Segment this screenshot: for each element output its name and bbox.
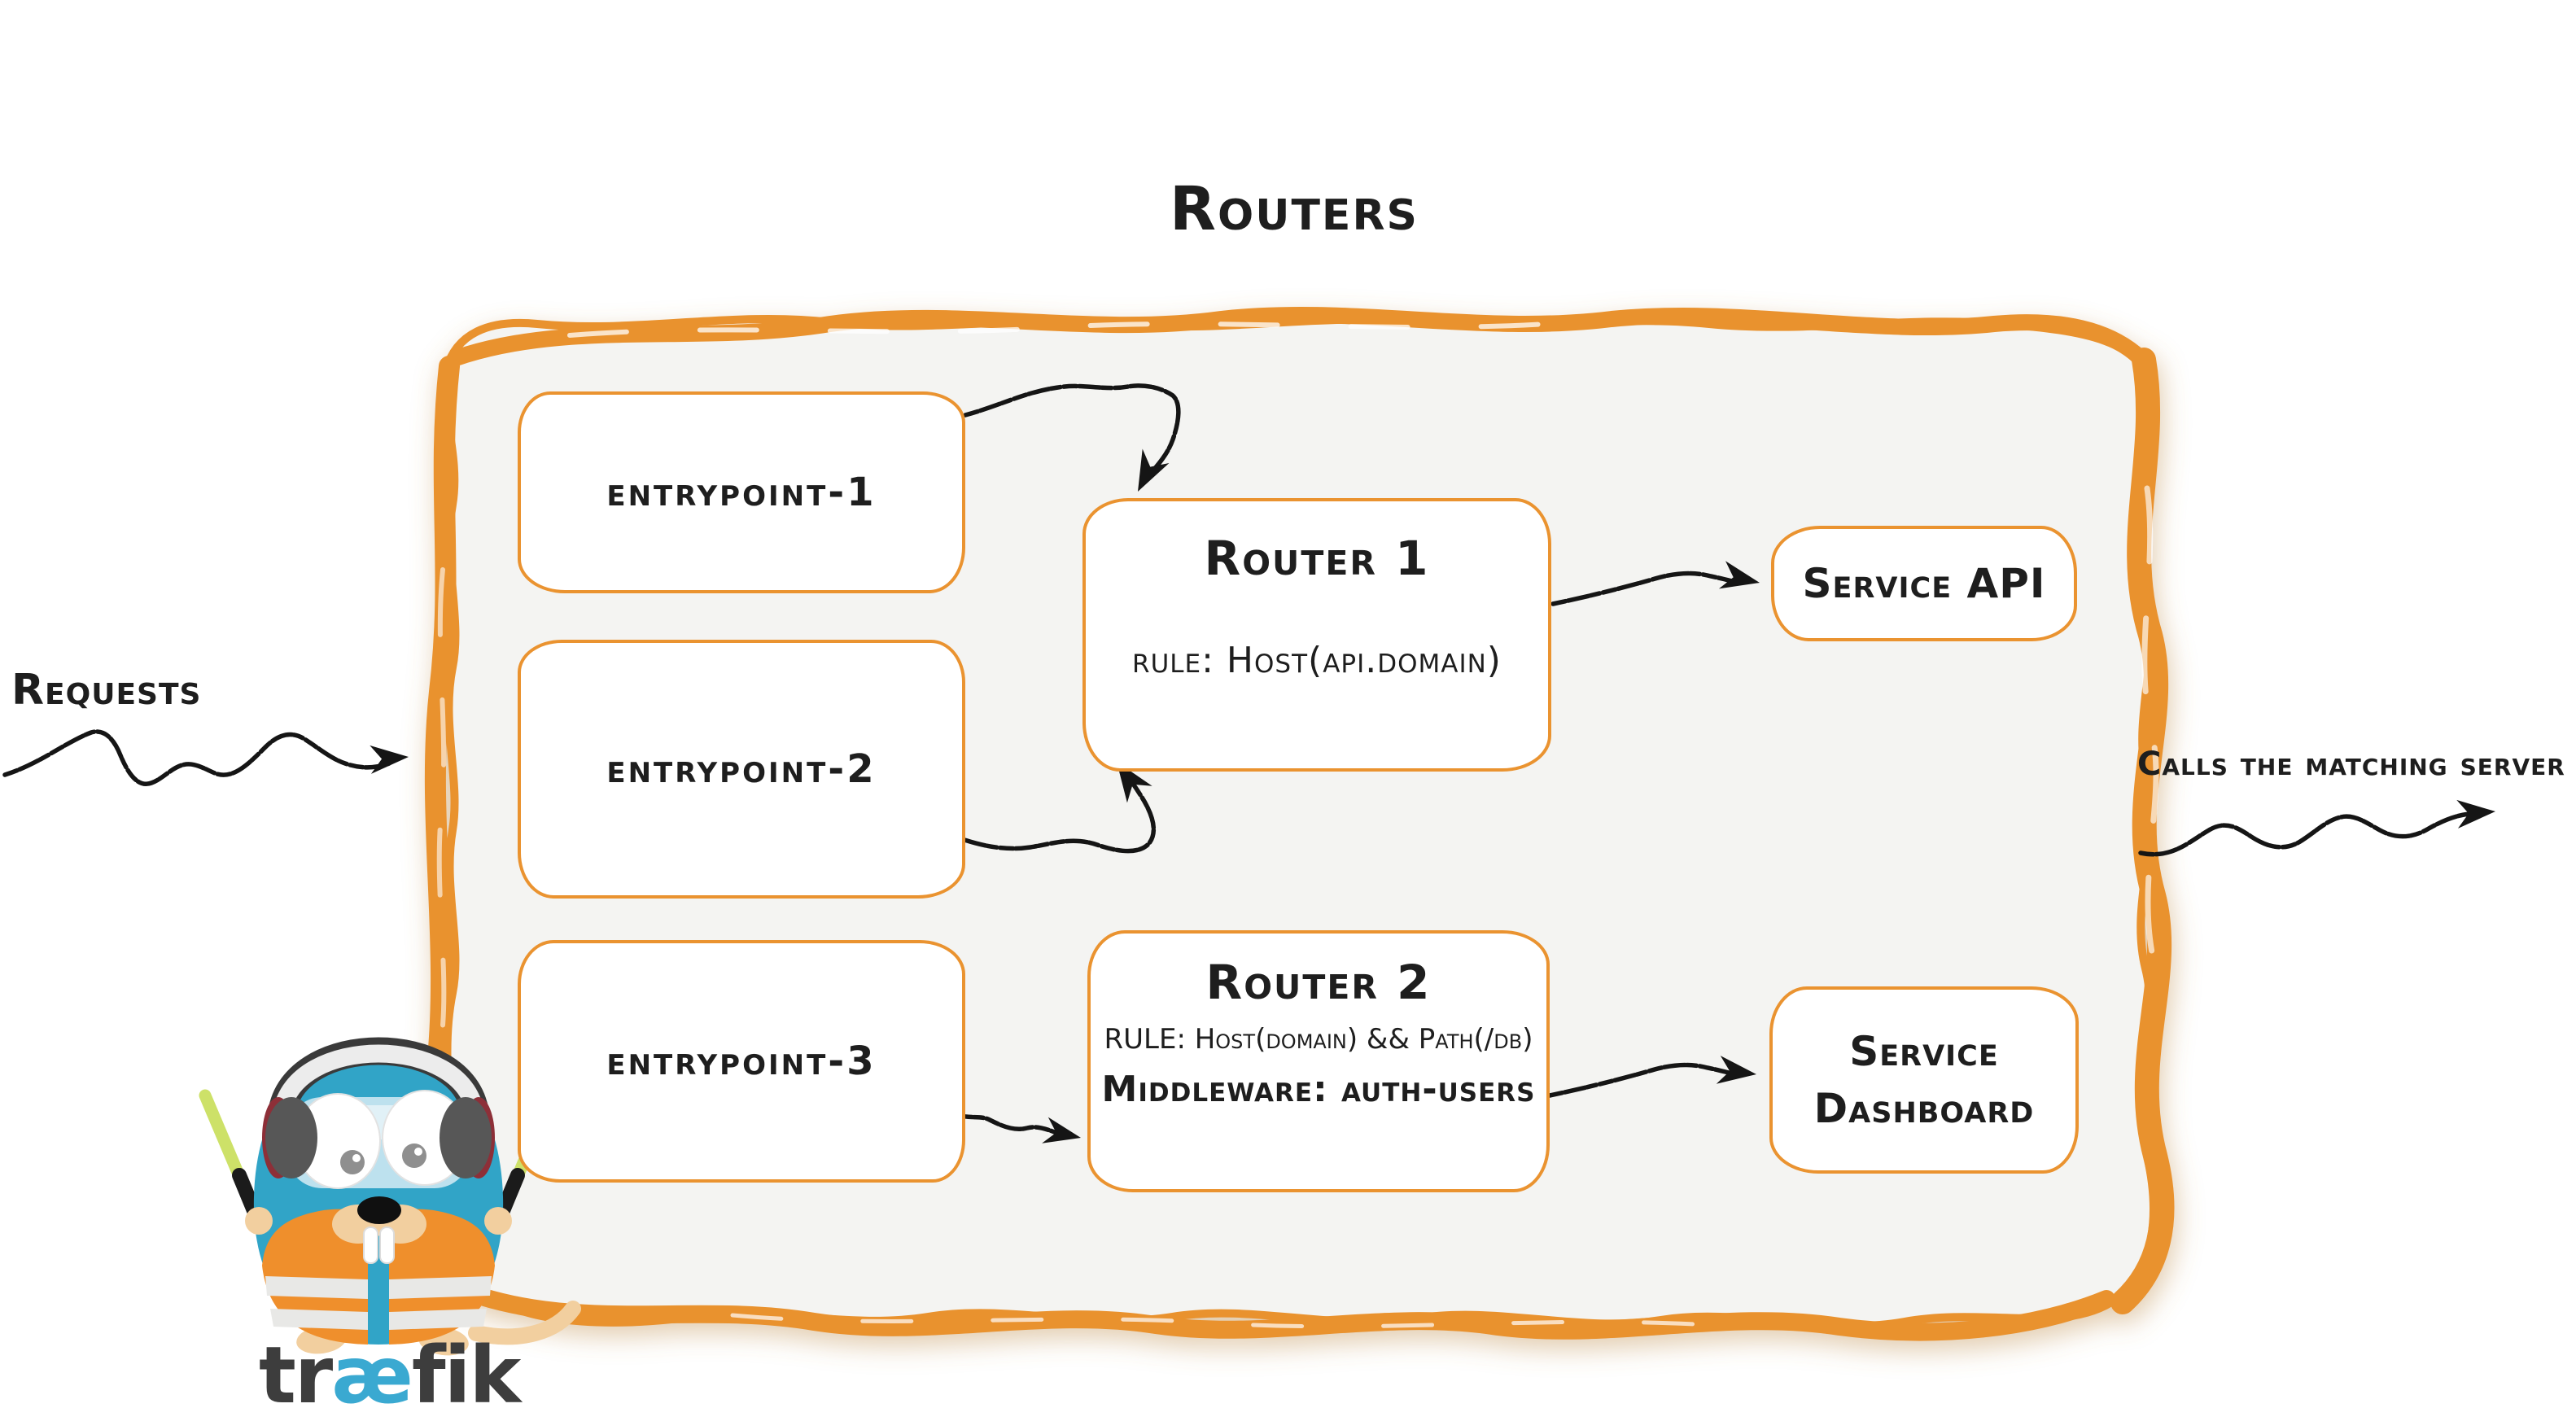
- arrow-calls-out: [2138, 811, 2472, 857]
- entrypoint-1-label: entrypoint-1: [606, 470, 877, 515]
- vest-stripe: [389, 1276, 492, 1299]
- pupil-glint: [352, 1154, 361, 1162]
- wordmark-tr: tr: [259, 1330, 333, 1408]
- calls-matching-server-label: Calls the matching server: [2137, 746, 2565, 783]
- diagram-title: Routers: [1170, 174, 1419, 244]
- service-dashboard-node: Service Dashboard: [1769, 986, 2079, 1174]
- router-2-title: Router 2: [1205, 955, 1432, 1010]
- entrypoint-1-node: entrypoint-1: [518, 391, 965, 593]
- gopher-nose: [357, 1196, 401, 1224]
- router-2-node: Router 2 RULE: Host(domain) && Path(/db)…: [1087, 930, 1550, 1192]
- vest-stripe: [389, 1309, 487, 1330]
- router-1-title: Router 1: [1204, 531, 1430, 586]
- gopher-pupil: [340, 1150, 365, 1174]
- service-api-label: Service API: [1802, 560, 2046, 607]
- vest-stripe: [270, 1309, 368, 1330]
- service-dashboard-label: Service Dashboard: [1813, 1028, 2035, 1132]
- gopher-hand: [484, 1207, 512, 1235]
- gopher-pupil: [402, 1143, 426, 1168]
- wordmark-ae: æ: [331, 1330, 413, 1408]
- entrypoint-2-node: entrypoint-2: [518, 640, 965, 899]
- router-1-rule: rule: Host(api.domain): [1132, 640, 1502, 681]
- gopher-tooth: [379, 1227, 395, 1264]
- router-1-node: Router 1 rule: Host(api.domain): [1082, 498, 1551, 772]
- arrow-router2-servicedashboard: [1547, 1062, 1731, 1098]
- gopher-tail: [468, 1301, 581, 1345]
- arrowheads: [370, 448, 2495, 1143]
- entrypoint-3-label: entrypoint-3: [606, 1039, 877, 1084]
- gopher-hand: [245, 1207, 273, 1235]
- arrow-entrypoint2-router1: [948, 767, 1157, 854]
- earmuff-right: [440, 1097, 492, 1178]
- router-2-rule: RULE: Host(domain) && Path(/db): [1104, 1023, 1533, 1056]
- arrow-router1-serviceapi: [1550, 571, 1734, 606]
- earmuff-left: [265, 1097, 317, 1178]
- pupil-glint: [414, 1148, 422, 1156]
- entrypoint-3-node: entrypoint-3: [518, 940, 965, 1183]
- gopher-tooth: [363, 1227, 378, 1264]
- traefik-gopher-mascot: [199, 1037, 581, 1356]
- headphone-band: [273, 1044, 484, 1122]
- requests-label: Requests: [11, 666, 202, 715]
- arrow-requests-in: [2, 729, 391, 786]
- router-2-middleware: Middleware: auth-users: [1101, 1069, 1536, 1110]
- vest-stripe: [265, 1276, 368, 1299]
- traefik-wordmark: træfik: [259, 1330, 522, 1408]
- wordmark-fik: fik: [411, 1330, 522, 1408]
- entrypoint-2-label: entrypoint-2: [606, 746, 877, 792]
- service-api-node: Service API: [1771, 526, 2077, 641]
- arrow-entrypoint1-router1: [963, 383, 1181, 479]
